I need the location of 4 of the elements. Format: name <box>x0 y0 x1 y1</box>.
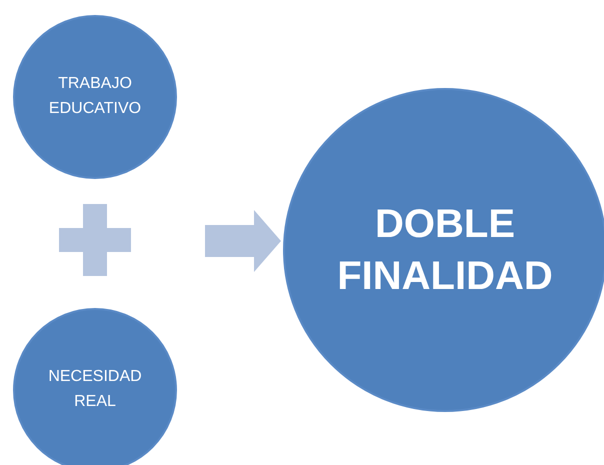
circle-label: NECESIDAD REAL <box>47 367 143 412</box>
circle-label: DOBLE FINALIDAD <box>336 201 554 300</box>
block-arrow <box>205 210 281 272</box>
circle-label: TRABAJO EDUCATIVO <box>48 74 142 119</box>
